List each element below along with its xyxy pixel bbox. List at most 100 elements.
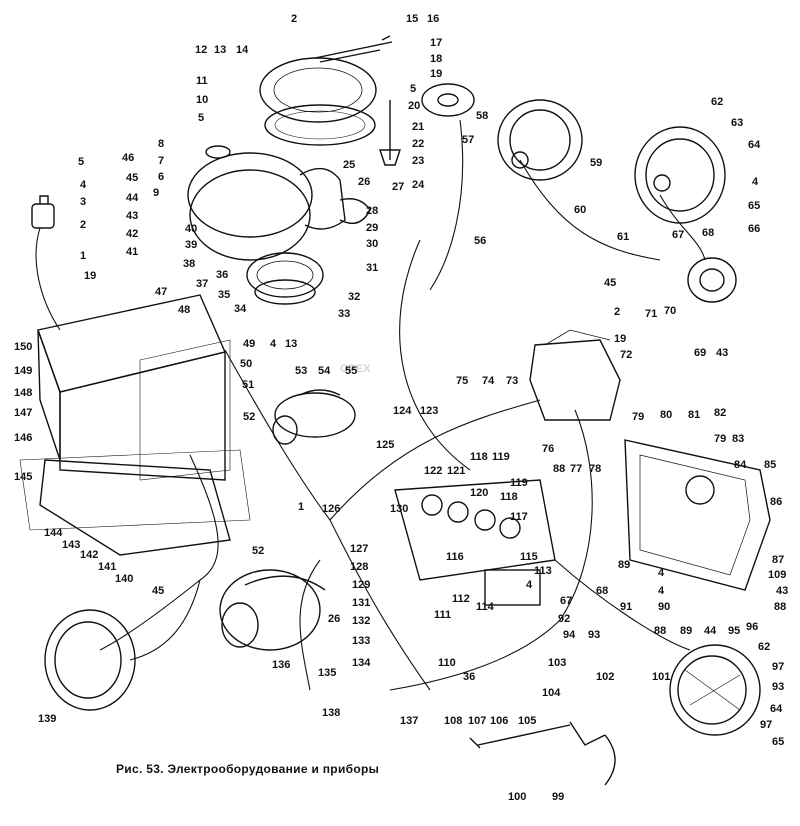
callout-102: 102 [596,671,614,683]
inspection-lamp [469,721,616,786]
callout-16: 16 [427,13,439,25]
callout-85: 85 [764,459,776,471]
callout-109: 109 [768,569,786,581]
callout-139: 139 [38,713,56,725]
callout-93b: 93 [588,629,600,641]
switch-1 [31,195,55,229]
callout-86: 86 [770,496,782,508]
callout-8: 8 [158,138,164,150]
horn-70 [687,257,737,303]
callout-91: 91 [620,601,632,613]
starter-motor [272,389,356,445]
callout-107: 107 [468,715,486,727]
callout-2b: 2 [80,219,86,231]
callout-4: 4 [80,179,87,191]
callout-22: 22 [412,138,424,150]
callout-52: 52 [243,411,255,423]
callout-93: 93 [772,681,784,693]
callout-133: 133 [352,635,370,647]
callout-43: 43 [126,210,138,222]
callout-40: 40 [185,223,197,235]
callout-136: 136 [272,659,290,671]
callout-62: 62 [711,96,723,108]
generator [219,569,326,651]
callout-67: 67 [672,229,684,241]
callout-88c: 88 [654,625,666,637]
callout-70: 70 [664,305,676,317]
callout-2c: 2 [614,306,620,318]
callout-74: 74 [482,375,495,387]
callout-89: 89 [618,559,630,571]
callout-50: 50 [240,358,252,370]
callout-105: 105 [518,715,536,727]
callout-64: 64 [748,139,761,151]
battery [19,294,251,556]
callout-144: 144 [44,527,63,539]
callout-42: 42 [126,228,138,240]
callout-60: 60 [574,204,586,216]
callout-113: 113 [534,565,552,577]
callout-72: 72 [620,349,632,361]
callout-88: 88 [553,463,565,475]
callout-134: 134 [352,657,371,669]
callout-71: 71 [645,308,657,320]
callout-92: 92 [558,613,570,625]
callout-26: 26 [358,176,370,188]
figure-caption: Рис. 53. Электрооборудование и приборы [116,762,380,776]
callout-90: 90 [658,601,670,613]
callout-3: 3 [80,196,86,208]
callout-9: 9 [153,187,159,199]
callout-43b: 43 [716,347,728,359]
callout-6: 6 [158,171,164,183]
callout-128: 128 [350,561,368,573]
callout-132: 132 [352,615,370,627]
callout-31: 31 [366,262,378,274]
callout-18: 18 [430,53,442,65]
rear-lamp-139 [44,609,136,711]
callout-41: 41 [126,246,138,258]
callout-37: 37 [196,278,208,290]
callout-12: 12 [195,44,207,56]
callout-82: 82 [714,407,726,419]
callout-116: 116 [446,551,464,563]
callout-labels: 2 15 16 17 18 19 5 20 21 22 23 24 12 13 … [14,13,788,803]
callout-67b: 67 [560,595,572,607]
callout-124: 124 [393,405,412,417]
callout-48: 48 [178,304,190,316]
callout-36b: 36 [463,671,475,683]
callout-148: 148 [14,387,32,399]
small-lamp-57 [421,83,475,117]
callout-45: 45 [126,172,138,184]
callout-57: 57 [462,134,474,146]
callout-73: 73 [506,375,518,387]
callout-104: 104 [542,687,561,699]
callout-95: 95 [728,625,740,637]
callout-150: 150 [14,341,32,353]
callout-17: 17 [430,37,442,49]
callout-83: 83 [732,433,744,445]
callout-68b: 68 [596,585,608,597]
callout-68: 68 [702,227,714,239]
callout-1: 1 [80,250,86,262]
callout-7: 7 [158,155,164,167]
horn-assembly [259,35,401,166]
wiring [35,119,706,691]
callout-69: 69 [694,347,706,359]
callout-141: 141 [98,561,116,573]
callout-63: 63 [731,117,743,129]
callout-47: 47 [155,286,167,298]
callout-4b: 4 [270,338,277,350]
callout-114: 114 [476,601,495,613]
callout-96: 96 [746,621,758,633]
callout-19: 19 [430,68,442,80]
callout-59: 59 [590,157,602,169]
callout-56: 56 [474,235,486,247]
callout-101: 101 [652,671,670,683]
callout-126: 126 [322,503,340,515]
callout-28: 28 [366,205,378,217]
voltage-regulator [529,329,621,421]
callout-117: 117 [510,511,528,523]
callout-143: 143 [62,539,80,551]
callout-137: 137 [400,715,418,727]
callout-147: 147 [14,407,32,419]
